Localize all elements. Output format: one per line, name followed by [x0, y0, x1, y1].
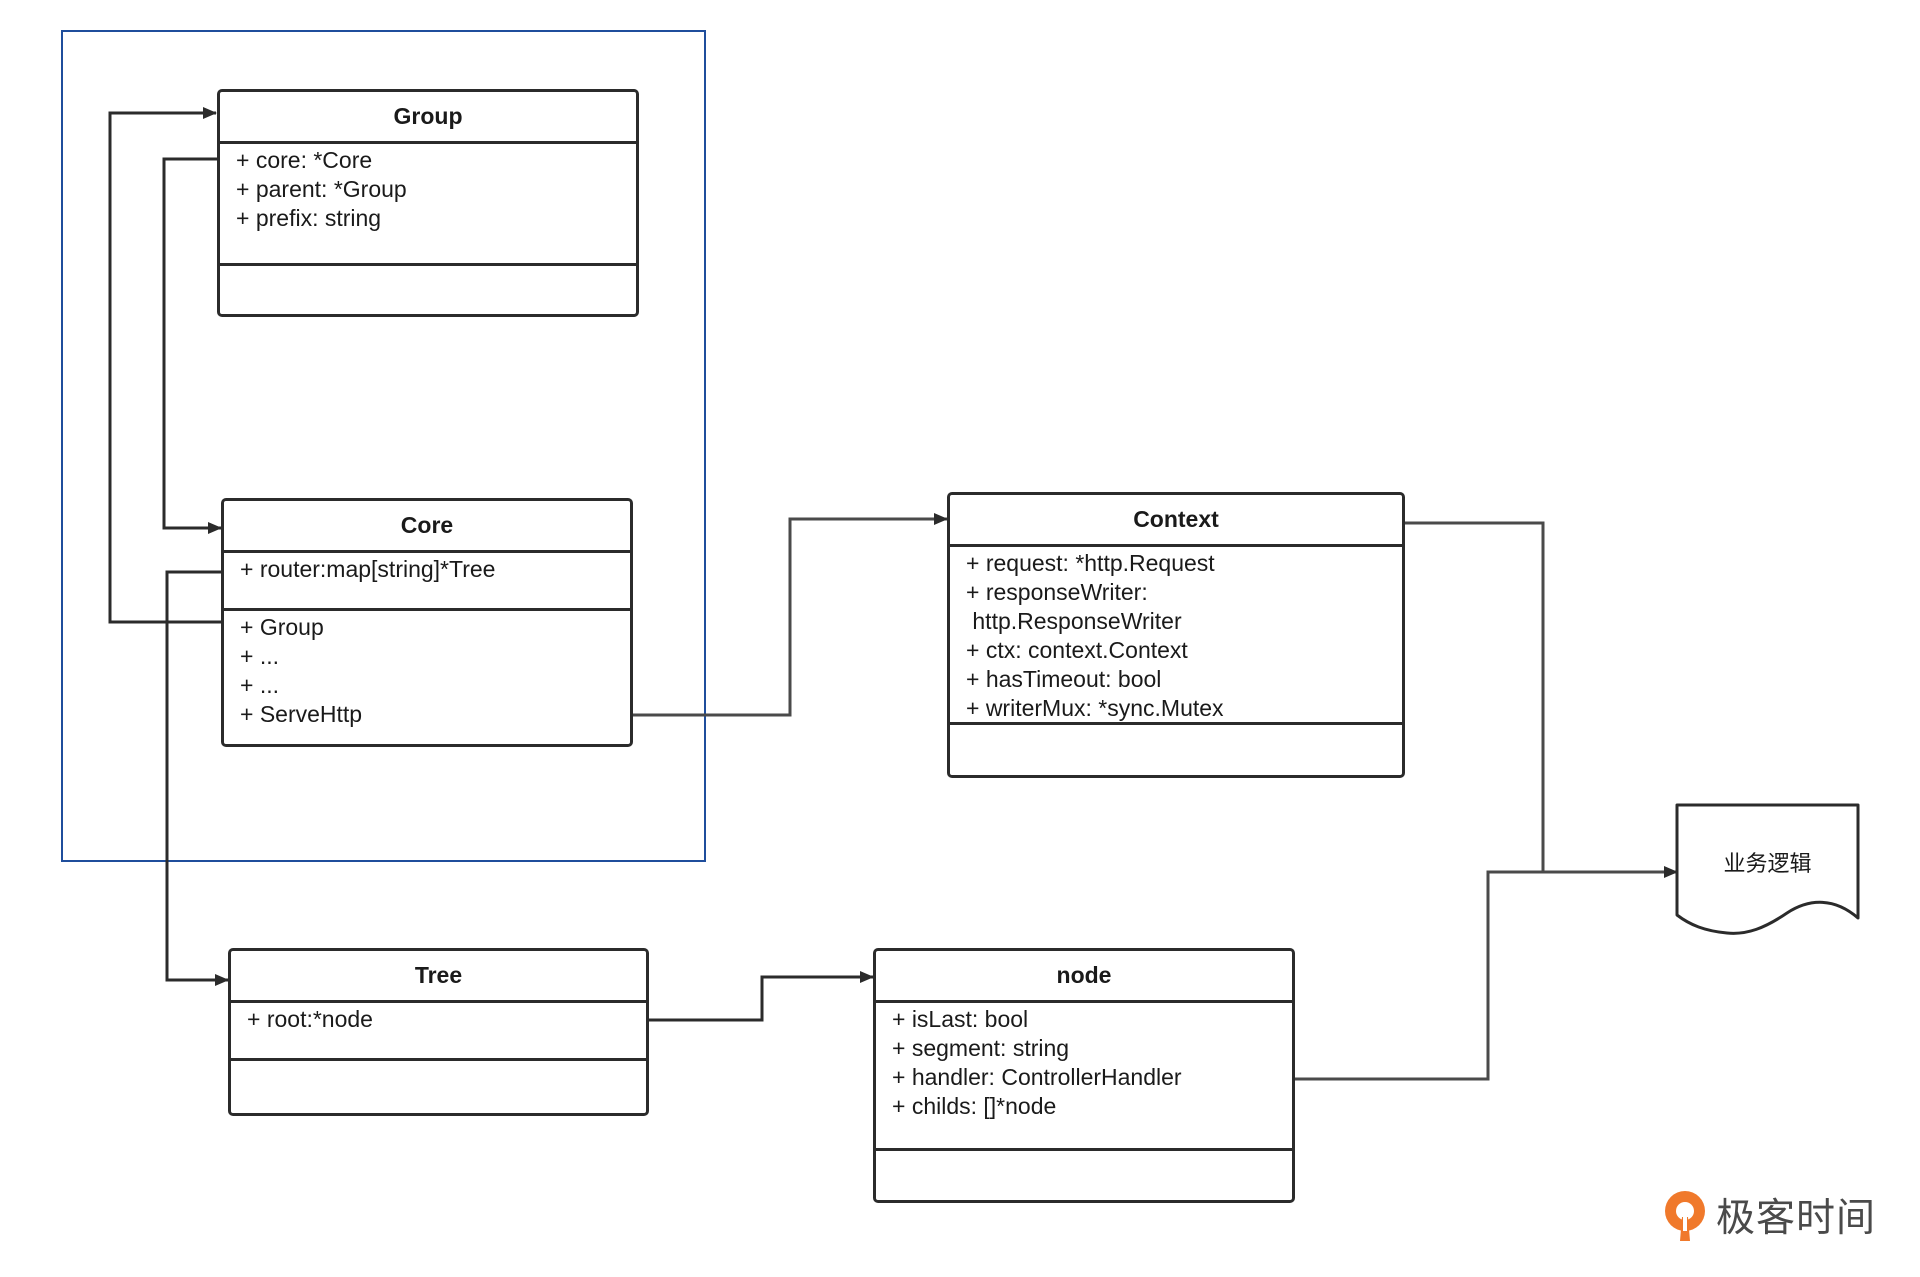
class-node[interactable]: node + isLast: bool + segment: string + …	[873, 948, 1295, 1203]
document-shape	[1675, 803, 1860, 935]
brand-watermark: 极客时间	[1660, 1185, 1890, 1245]
attribute: + prefix: string	[236, 205, 382, 231]
class-tree[interactable]: Tree + root:*node	[228, 948, 649, 1116]
class-methods	[231, 1061, 646, 1113]
class-attributes: + router:map[string]*Tree	[224, 553, 630, 611]
class-group[interactable]: Group + core: *Core + parent: *Group + p…	[217, 89, 639, 317]
attribute: + root:*node	[247, 1006, 373, 1032]
class-attributes: + core: *Core + parent: *Group + prefix:…	[220, 144, 636, 266]
class-name: Context	[950, 495, 1402, 547]
attribute: + segment: string	[892, 1035, 1070, 1061]
class-attributes: + isLast: bool + segment: string + handl…	[876, 1003, 1292, 1151]
attribute: + childs: []*node	[892, 1093, 1057, 1119]
attribute: + parent: *Group	[236, 176, 407, 202]
connector-tree-to-node	[649, 971, 874, 1022]
brand-name: 极客时间	[1716, 1196, 1877, 1241]
attribute: + router:map[string]*Tree	[240, 556, 496, 582]
class-methods: + Group + ... + ... + ServeHttp	[224, 611, 630, 744]
class-methods	[876, 1151, 1292, 1200]
connector-group-to-core	[162, 157, 222, 534]
connector-core-to-tree	[165, 570, 229, 986]
method: + ServeHttp	[240, 701, 363, 727]
geektime-logo-icon	[1665, 1191, 1705, 1241]
attribute: + ctx: context.Context	[966, 637, 1188, 663]
class-name: node	[876, 951, 1292, 1003]
class-attributes: + request: *http.Request + responseWrite…	[950, 547, 1402, 725]
method: + ...	[240, 672, 279, 698]
attribute: + hasTimeout: bool	[966, 666, 1162, 692]
method: + ...	[240, 643, 279, 669]
business-logic-note[interactable]: 业务逻辑	[1675, 803, 1860, 935]
class-name: Group	[220, 92, 636, 144]
attribute: + request: *http.Request	[966, 550, 1215, 576]
attribute: + isLast: bool	[892, 1006, 1029, 1032]
class-attributes: + root:*node	[231, 1003, 646, 1061]
class-name: Tree	[231, 951, 646, 1003]
connector-node-to-note	[1295, 866, 1678, 1081]
note-label: 业务逻辑	[1723, 852, 1812, 877]
attribute: + core: *Core	[236, 147, 373, 173]
package-boundary-frame	[61, 30, 706, 862]
class-name: Core	[224, 501, 630, 553]
class-context[interactable]: Context + request: *http.Request + respo…	[947, 492, 1405, 778]
connector-core-to-group	[108, 107, 222, 624]
attribute: + writerMux: *sync.Mutex	[966, 695, 1224, 721]
connector-context-to-note	[1405, 521, 1545, 872]
class-methods	[950, 725, 1402, 775]
attribute: http.ResponseWriter	[966, 608, 1182, 634]
connector-core-to-context	[633, 513, 948, 717]
class-core[interactable]: Core + router:map[string]*Tree + Group +…	[221, 498, 633, 747]
attribute: + responseWriter:	[966, 579, 1148, 605]
attribute: + handler: ControllerHandler	[892, 1064, 1182, 1090]
method: + Group	[240, 614, 324, 640]
class-methods	[220, 266, 636, 314]
